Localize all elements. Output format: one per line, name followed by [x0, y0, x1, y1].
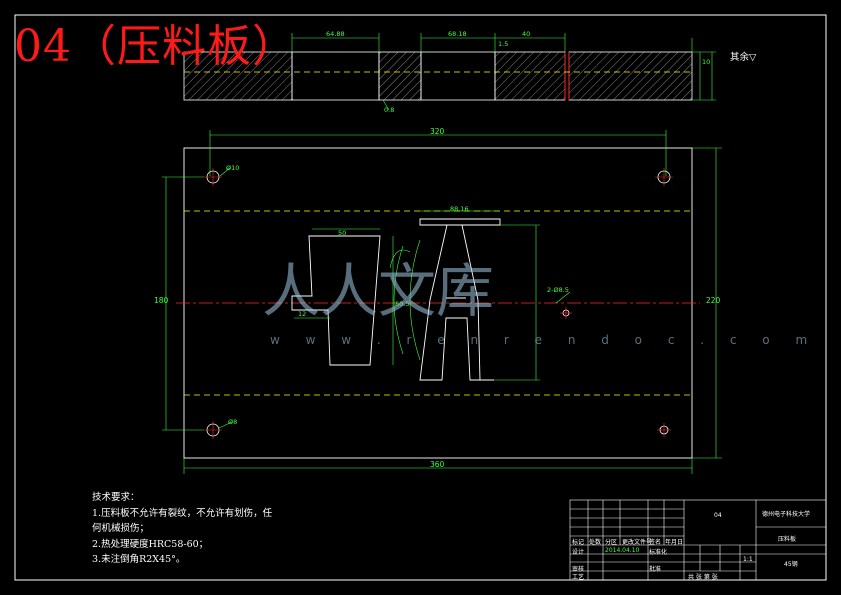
dim-label: 0.8 [384, 106, 395, 114]
part-name: 压料板 [778, 536, 797, 543]
dim-label: 40 [522, 30, 531, 38]
tech-item: 3.未注倒角R2X45°。 [92, 554, 186, 565]
scale: 1:1 [743, 556, 753, 563]
tb-row-label: 审核 [572, 566, 585, 573]
front-view [162, 130, 722, 474]
tb-row-label: 标记 [572, 539, 585, 546]
tech-item: 1.压料板不允许有裂纹，不允许有划伤，任 [92, 507, 273, 519]
technical-requirements: 技术要求： 1.压料板不允许有裂纹，不允许有划伤，任 何机械损伤； 2.热处理硬… [92, 490, 272, 568]
tb-row-label: 年月日 [665, 539, 684, 546]
university-name: 德州电子科技大学 [762, 511, 811, 518]
tb-row-label: 标准化 [649, 549, 668, 556]
dim-label: 12 [298, 310, 307, 318]
tb-row-label: 更改文件号 [622, 539, 653, 546]
dim-label: 180 [154, 296, 169, 305]
sheet-border [14, 14, 827, 581]
watermark: 人人文库 [262, 257, 495, 325]
tb-row-label: 签名 [649, 539, 662, 546]
tb-row-label: 分区 [605, 539, 618, 546]
top-section-view [183, 33, 716, 111]
tb-row-label: 批准 [649, 566, 662, 573]
dim-label: 80.5 [395, 300, 410, 308]
dim-label: Ø10 [226, 164, 240, 172]
tb-row-label: 处数 [589, 539, 602, 546]
drawing-title: 04（压料板） [14, 21, 297, 72]
title-block [569, 499, 827, 581]
dim-label: 2-Ø8.5 [547, 286, 569, 294]
dim-label: 1.5 [498, 40, 509, 48]
tb-row-label: 设计 [572, 549, 585, 556]
date: 2014.04.10 [605, 547, 640, 554]
roughness-note: 其余▽ [730, 52, 757, 63]
dim-label: 360 [430, 460, 445, 469]
dim-label: 10 [702, 58, 711, 66]
dim-label: Ø8 [228, 418, 238, 426]
sheet-count: 共 张 第 张 [688, 574, 718, 581]
dim-label: 64.88 [326, 30, 345, 38]
dim-label: 220 [706, 296, 721, 305]
tech-heading: 技术要求： [92, 492, 140, 503]
tech-item: 2.热处理硬度HRC58-60； [92, 538, 209, 550]
dim-label: 50 [338, 229, 347, 237]
watermark-url: w w w . r e n r e n d o c . c o m [270, 333, 819, 347]
drawing-number: 04 [714, 512, 722, 519]
tb-row-label: 工艺 [572, 574, 585, 581]
dim-label: 68.18 [448, 30, 467, 38]
dim-label: 88.16 [450, 205, 469, 213]
material: 45钢 [784, 561, 798, 568]
dim-label: 320 [430, 127, 445, 136]
tech-item: 何机械损伤； [92, 523, 150, 534]
